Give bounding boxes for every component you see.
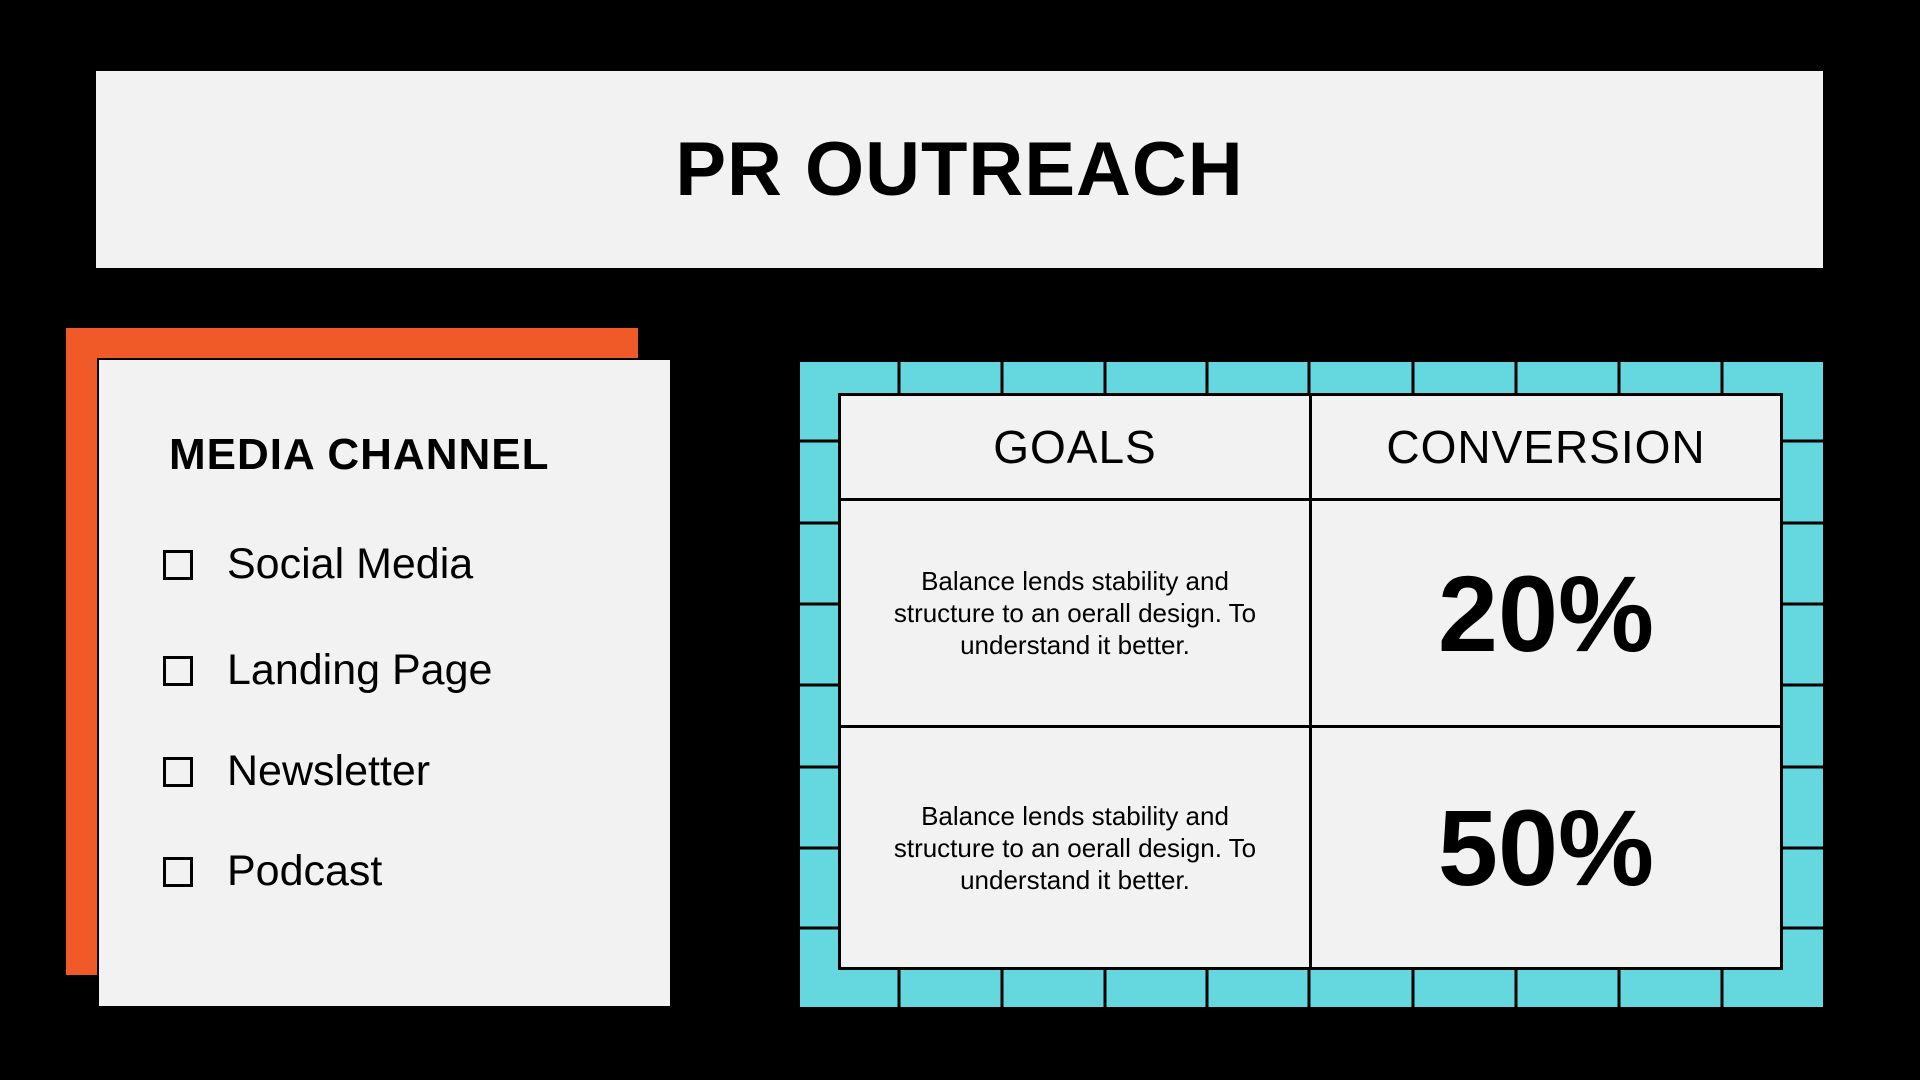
item-label: Landing Page (227, 646, 493, 694)
goal-cell: Balance lends stability and structure to… (841, 501, 1312, 728)
checkbox[interactable] (163, 756, 193, 787)
checklist-item-newsletter[interactable]: Newsletter (163, 747, 430, 796)
item-label: Newsletter (227, 747, 431, 795)
item-label: Podcast (227, 847, 383, 895)
media-channel-card: MEDIA CHANNEL Social Media Landing Page … (97, 358, 672, 1008)
conversion-value: 50% (1437, 787, 1655, 908)
checklist-item-podcast[interactable]: Podcast (163, 847, 382, 896)
checkbox[interactable] (163, 856, 193, 887)
conversion-value: 20% (1312, 501, 1780, 728)
checkbox[interactable] (163, 549, 193, 580)
header-goals: GOALS (841, 396, 1312, 501)
item-label: Social Media (227, 540, 474, 588)
checklist-item-landing-page[interactable]: Landing Page (163, 646, 492, 695)
goal-text: Balance lends stability and structure to… (893, 566, 1257, 660)
checklist-item-social-media[interactable]: Social Media (163, 540, 473, 589)
checkbox[interactable] (163, 655, 193, 686)
header-conversion: CONVERSION (1312, 396, 1780, 501)
goal-cell: Balance lends stability and structure to… (841, 728, 1312, 967)
goal-text: Balance lends stability and structure to… (893, 800, 1257, 895)
goals-conversion-table: GOALS CONVERSION Balance lends stability… (838, 393, 1783, 970)
media-channel-heading: MEDIA CHANNEL (169, 430, 550, 479)
title-banner: PR OUTREACH (96, 71, 1823, 268)
page-title: PR OUTREACH (675, 127, 1244, 212)
